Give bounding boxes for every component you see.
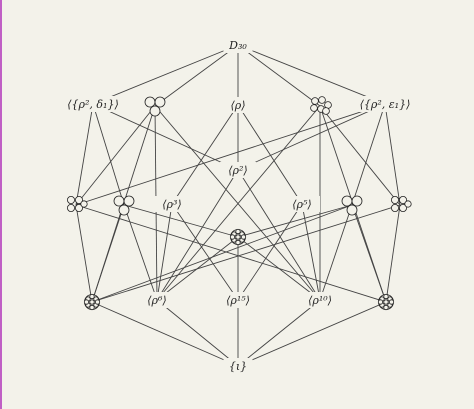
edge-rho5-rho15 <box>237 203 303 301</box>
edge-D30-rho2e1 <box>237 44 386 105</box>
node-clustC-circle-cluster-icon <box>229 228 247 246</box>
edge-rho2-rho10 <box>237 169 321 301</box>
edge-clustC-rho6 <box>156 236 239 301</box>
node-clustBR-circle-cluster-icon <box>377 293 395 311</box>
node-rho2d1: ⟨{ρ², δ₁}⟩ <box>54 96 132 112</box>
edge-clustC-rho10 <box>237 236 321 301</box>
node-iota: {ι} <box>223 358 253 374</box>
node-rho10: ⟨ρ¹⁰⟩ <box>298 292 342 308</box>
edge-rho2e1-fiveR <box>384 103 401 206</box>
edge-rho2d1-triL <box>92 103 125 206</box>
edge-fiveR-clustBL <box>91 204 401 303</box>
node-label-iota: {ι} <box>229 360 247 373</box>
node-label-rho10: ⟨ρ¹⁰⟩ <box>308 294 332 307</box>
edge-rho2e1-fiveL <box>75 103 386 206</box>
edge-D30-clust6 <box>237 44 321 107</box>
node-fiveR-five-circles-icon <box>390 195 412 212</box>
node-triA-three-circles-icon <box>144 96 166 117</box>
edge-triR-clustBL <box>91 204 353 303</box>
edge-triR-clustBR <box>351 204 387 303</box>
edge-clustBL-iota <box>91 301 239 367</box>
node-clustBL-circle-cluster-icon <box>83 293 101 311</box>
edge-rho-rho3 <box>171 104 239 205</box>
node-rho: ⟨ρ⟩ <box>223 97 253 113</box>
edge-rho-rho5 <box>237 104 303 205</box>
edge-rho2d1-rho2 <box>92 103 239 171</box>
edge-D30-triA <box>154 44 239 107</box>
edge-fiveL-clustBL <box>75 204 93 303</box>
node-label-rho: ⟨ρ⟩ <box>230 99 245 112</box>
edge-clustBR-iota <box>237 301 387 367</box>
edge-rho10-iota <box>237 299 321 367</box>
node-label-rho15: ⟨ρ¹⁵⟩ <box>226 294 250 307</box>
node-fiveL-five-circles-icon <box>67 195 88 212</box>
edge-rho3-rho6 <box>156 203 173 301</box>
edge-triR-clustC <box>237 204 353 238</box>
window-edge-bar <box>0 0 2 409</box>
edge-rho3-rho15 <box>171 203 239 301</box>
node-label-rho6: ⟨ρ⁶⟩ <box>147 294 166 307</box>
edge-fiveL-clustBR <box>75 204 387 303</box>
edge-rho2e1-rho2 <box>237 103 386 171</box>
edge-D30-rho2d1 <box>92 44 239 105</box>
node-label-rho2e1: ⟨{ρ², ε₁}⟩ <box>360 98 411 111</box>
node-triR-three-circles-icon <box>341 195 363 216</box>
node-rho2e1: ⟨{ρ², ε₁}⟩ <box>346 96 424 112</box>
node-label-rho3: ⟨ρ³⟩ <box>162 198 181 211</box>
node-triL-three-circles-icon <box>113 195 135 216</box>
edge-triR-rho10 <box>319 204 353 301</box>
node-label-rho2d1: ⟨{ρ², δ₁}⟩ <box>67 98 118 111</box>
edge-triA-rho10 <box>154 105 321 301</box>
edge-fiveR-clustBR <box>385 204 401 303</box>
node-rho6: ⟨ρ⁶⟩ <box>139 292 175 308</box>
edge-clust6-fiveR <box>319 105 401 206</box>
edge-triL-clustC <box>123 204 239 238</box>
edge-rho6-iota <box>156 299 239 367</box>
edge-rho5-rho10 <box>301 203 321 301</box>
node-label-D30: D₃₀ <box>228 39 247 52</box>
lattice-edges <box>75 44 401 367</box>
edge-triL-clustBL <box>91 204 125 303</box>
node-rho2: ⟨ρ²⟩ <box>220 162 256 178</box>
edge-rho2d1-fiveL <box>75 103 94 206</box>
edge-rho2-rho6 <box>156 169 239 301</box>
node-D30: D₃₀ <box>223 37 253 53</box>
lattice-nodes: D₃₀ ⟨{ρ², δ₁}⟩ ⟨ρ⟩ ⟨{ρ², ε₁}⟩ ⟨ρ²⟩ ⟨ρ³⟩ ⟨ρ⁵⟩ ⟨ρ… <box>54 37 424 374</box>
edge-rho2e1-triR <box>351 103 386 206</box>
edge-triA-fiveL <box>75 105 156 206</box>
node-label-rho2: ⟨ρ²⟩ <box>228 164 247 177</box>
edge-triL-rho6 <box>123 204 158 301</box>
node-rho3: ⟨ρ³⟩ <box>154 196 190 212</box>
node-clust6-six-circles-icon <box>310 96 332 115</box>
node-label-rho5: ⟨ρ⁵⟩ <box>292 198 311 211</box>
node-rho15: ⟨ρ¹⁵⟩ <box>216 292 260 308</box>
node-rho5: ⟨ρ⁵⟩ <box>284 196 320 212</box>
